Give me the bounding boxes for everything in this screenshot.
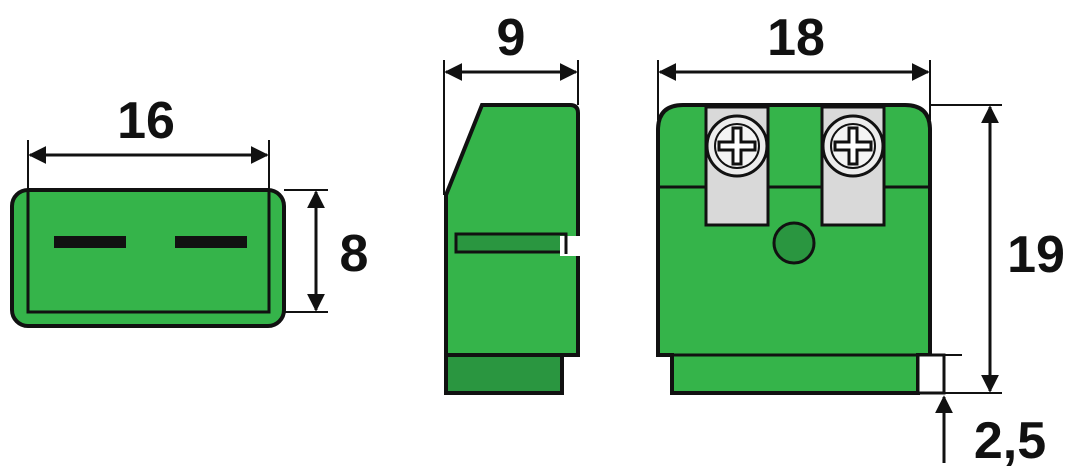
pin-slot-right — [175, 236, 247, 248]
front-face-inner — [26, 188, 271, 314]
pin-slot-left — [54, 236, 126, 248]
dim-label-16: 16 — [117, 92, 175, 150]
dim-label-8: 8 — [340, 225, 369, 283]
phillips-screw-icon — [705, 114, 769, 178]
side-notch — [560, 236, 582, 256]
side-body — [444, 103, 580, 357]
side-slot — [454, 232, 568, 254]
dim-label-19: 19 — [1007, 226, 1065, 284]
phillips-screw-icon — [821, 114, 885, 178]
dim-label-2-5: 2,5 — [974, 412, 1046, 470]
front-body — [10, 188, 286, 328]
side-view: 9 — [443, 9, 582, 395]
dim-label-18: 18 — [767, 9, 825, 67]
rear-center-pin — [772, 221, 816, 265]
side-base — [444, 353, 564, 395]
front-view: 16 8 — [10, 92, 369, 328]
dim-label-9: 9 — [497, 9, 526, 67]
rear-step-cutout — [916, 353, 946, 395]
rear-view: 18 19 2,5 — [656, 9, 1065, 470]
